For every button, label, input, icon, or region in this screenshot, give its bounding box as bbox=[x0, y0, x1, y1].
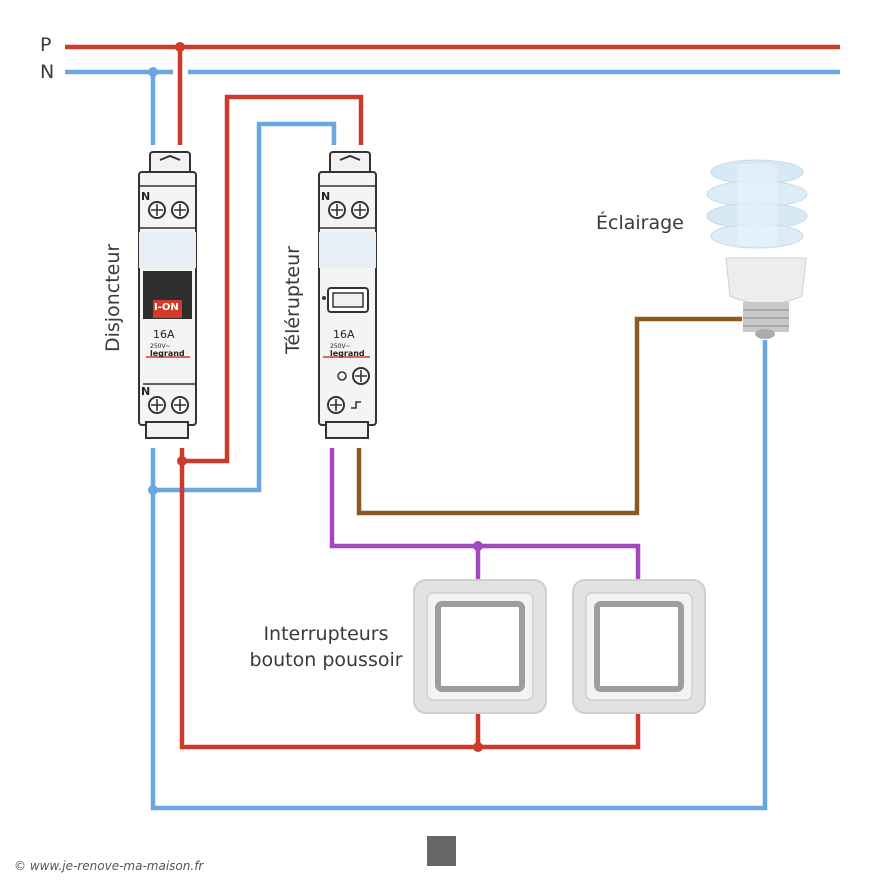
breaker-handle-text: I-ON bbox=[154, 302, 179, 313]
push-button-2 bbox=[572, 579, 706, 714]
junction-dot bbox=[473, 742, 483, 752]
gray-square bbox=[427, 836, 456, 866]
breaker-brand: legrand bbox=[150, 349, 185, 358]
phase-label: P bbox=[40, 34, 52, 56]
breaker-terminal-top: N bbox=[141, 190, 151, 203]
breaker-rating: 16A bbox=[153, 328, 175, 341]
junction-dot bbox=[148, 485, 158, 495]
breaker-neutral-out bbox=[150, 121, 337, 493]
lighting-label: Éclairage bbox=[596, 212, 684, 234]
junction-dot bbox=[148, 67, 158, 77]
copyright-credit: © www.je-renove-ma-maison.fr bbox=[14, 859, 204, 873]
junction-dot bbox=[177, 456, 187, 466]
relay-terminal-top: N bbox=[321, 190, 331, 203]
switches-label-line1: Interrupteurs bbox=[263, 623, 389, 645]
lamp-feed bbox=[356, 316, 742, 516]
relay-module bbox=[318, 151, 377, 439]
relay-brand: legrand bbox=[330, 349, 365, 358]
junction-dot bbox=[175, 42, 185, 52]
junctions bbox=[148, 42, 483, 752]
switch-return bbox=[329, 448, 641, 580]
neutral-label: N bbox=[40, 61, 55, 83]
lamp bbox=[706, 159, 808, 339]
relay-rating: 16A bbox=[333, 328, 355, 341]
switches-label-line2: bouton poussoir bbox=[249, 649, 403, 671]
switch-phase-feed bbox=[179, 461, 641, 750]
relay-voltage: 250V~ bbox=[330, 343, 351, 350]
junction-dot bbox=[473, 541, 483, 551]
breaker-module bbox=[138, 151, 197, 439]
switches-label: Interrupteurs bouton poussoir bbox=[226, 621, 426, 673]
lamp-neutral bbox=[150, 340, 768, 811]
breaker-label: Disjoncteur bbox=[102, 243, 124, 352]
push-button-1 bbox=[413, 579, 547, 714]
breaker-voltage: 250V~ bbox=[150, 343, 171, 350]
relay-label: Télérupteur bbox=[282, 246, 304, 354]
breaker-terminal-bottom: N bbox=[141, 385, 151, 398]
